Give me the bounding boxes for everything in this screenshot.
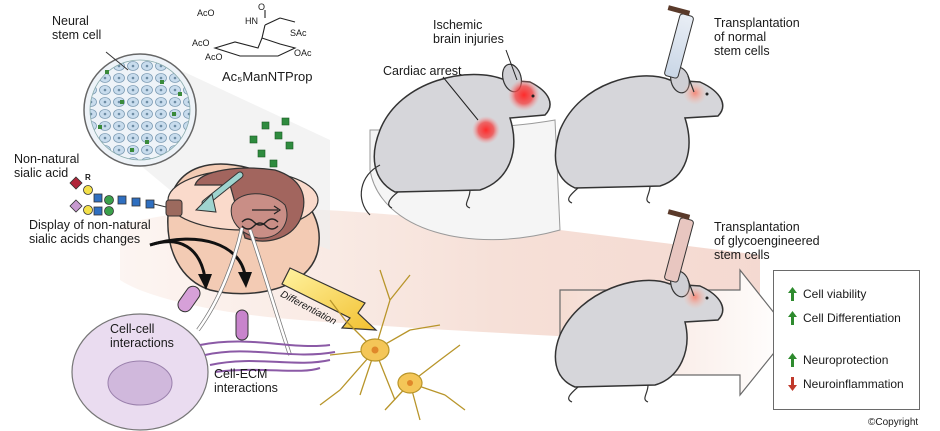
outcomes-legend: Cell viability Cell Differentiation Neur… bbox=[773, 270, 920, 410]
compound-structure bbox=[213, 10, 297, 57]
legend-text-differentiation: Cell Differentiation bbox=[803, 311, 901, 325]
mouse-glyco bbox=[554, 270, 724, 403]
transplant-glyco-label: Transplantation of glycoengineered stem … bbox=[714, 220, 820, 262]
sialic-acid-glycan bbox=[69, 176, 167, 216]
cell-ecm-label: Cell-ECM interactions bbox=[214, 367, 278, 395]
legend-text-neuroinflammation: Neuroinflammation bbox=[803, 377, 904, 391]
transplant-normal-label: Transplantation of normal stem cells bbox=[714, 16, 800, 58]
partner-nucleus bbox=[107, 360, 173, 406]
signal-arrow-2 bbox=[248, 229, 292, 356]
compound-group-oac: OAc bbox=[294, 48, 312, 58]
compound-group-aco-2: AcO bbox=[192, 38, 210, 48]
legend-text-neuroprotection: Neuroprotection bbox=[803, 353, 889, 367]
compound-group-hn: HN bbox=[245, 16, 258, 26]
copyright-label: ©Copyright bbox=[868, 417, 919, 428]
up-arrow-icon bbox=[788, 353, 797, 367]
membrane-receptors bbox=[177, 285, 249, 341]
up-arrow-icon bbox=[788, 287, 797, 301]
legend-row-viability: Cell viability bbox=[788, 287, 866, 301]
syringe-normal bbox=[664, 5, 695, 93]
ischemic-label: Ischemic brain injuries bbox=[433, 18, 504, 46]
legend-text-viability: Cell viability bbox=[803, 287, 867, 301]
display-changes-label: Display of non-natural sialic acids chan… bbox=[29, 218, 151, 246]
compound-group-o: O bbox=[258, 2, 266, 12]
non-natural-sialic-acid-label: Non-natural sialic acid bbox=[14, 152, 80, 180]
cardiac-arrest-label: Cardiac arrest bbox=[383, 64, 462, 78]
legend-row-neuroprotection: Neuroprotection bbox=[788, 353, 888, 367]
sialic-r-label: R bbox=[85, 173, 91, 182]
legend-row-neuroinflammation: Neuroinflammation bbox=[788, 377, 904, 391]
ecm-fibers bbox=[199, 340, 336, 373]
down-arrow-icon bbox=[788, 377, 797, 391]
compound-group-sac: SAc bbox=[290, 28, 307, 38]
mouse-injured bbox=[360, 63, 551, 216]
syringe-glyco bbox=[664, 209, 695, 297]
compound-group-aco-3: AcO bbox=[205, 52, 223, 62]
cell-cell-label: Cell-cell interactions bbox=[110, 322, 174, 350]
differentiation-arrow bbox=[281, 267, 378, 331]
effect-arrow-2 bbox=[149, 237, 247, 276]
neurons bbox=[319, 269, 466, 421]
compound-name: Ac₅ManNTProp bbox=[222, 69, 313, 84]
signal-arrow-1 bbox=[196, 227, 244, 331]
legend-row-differentiation: Cell Differentiation bbox=[788, 311, 901, 325]
sugar-molecules bbox=[249, 117, 294, 168]
compound-group-aco-1: AcO bbox=[197, 8, 215, 18]
mouse-normal bbox=[554, 66, 724, 204]
up-arrow-icon bbox=[788, 311, 797, 325]
neural-stem-cell-label: Neural stem cell bbox=[52, 14, 102, 42]
